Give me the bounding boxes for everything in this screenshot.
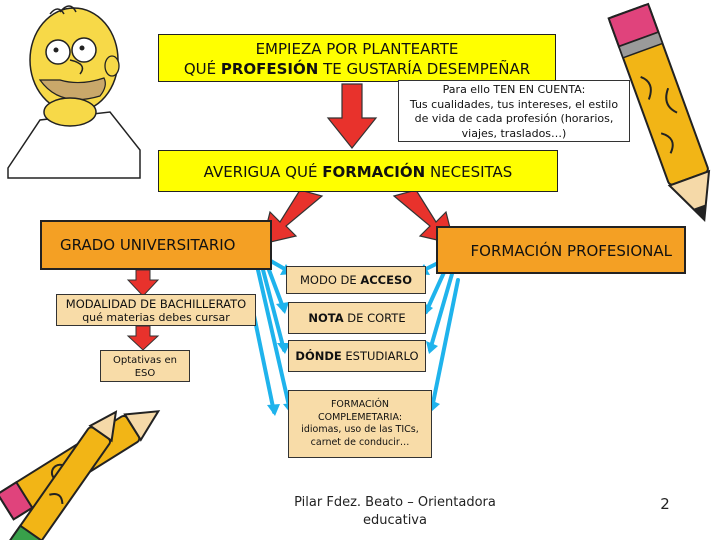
red-arrow-down-small-1 bbox=[126, 269, 160, 297]
footer-author: Pilar Fdez. Beato – Orientadora educativ… bbox=[270, 494, 520, 534]
compl-line-2: COMPLEMETARIA: bbox=[317, 411, 403, 423]
donde-emphasis: DÓNDE bbox=[295, 349, 342, 363]
page-number: 2 bbox=[660, 495, 670, 513]
title-emphasis: PROFESIÓN bbox=[220, 60, 319, 78]
note-line-2: Tus cualidades, tus intereses, el estilo bbox=[409, 97, 619, 111]
nota-corte-box: NOTA DE CORTE bbox=[288, 302, 426, 334]
red-arrow-down-small-2 bbox=[126, 325, 160, 351]
modo-acceso-box: MODO DE ACCESO bbox=[286, 266, 426, 294]
grado-label: GRADO UNIVERSITARIO bbox=[60, 236, 236, 254]
compl-line-3: idiomas, uso de las TICs, bbox=[301, 424, 419, 435]
formation-emphasis: FORMACIÓN bbox=[322, 163, 426, 181]
title-box: EMPIEZA POR PLANTEARTE QUÉ PROFESIÓN TE … bbox=[158, 34, 556, 82]
optativas-eso-box: Optativas en ESO bbox=[100, 350, 190, 382]
formacion-profesional-box: FORMACIÓN PROFESIONAL bbox=[436, 226, 686, 274]
compl-line-1: FORMACIÓN bbox=[330, 399, 390, 410]
red-arrow-down-1 bbox=[326, 83, 378, 149]
acceso-emphasis: ACCESO bbox=[360, 273, 413, 287]
grado-universitario-box: GRADO UNIVERSITARIO bbox=[40, 220, 272, 270]
bach-line-1: MODALIDAD DE BACHILLERATO bbox=[65, 297, 247, 311]
note-line-1: Para ello TEN EN CUENTA: bbox=[442, 83, 586, 96]
note-line-3: de vida de cada profesión (horarios, bbox=[414, 112, 614, 125]
title-line-2: QUÉ PROFESIÓN TE GUSTARÍA DESEMPEÑAR bbox=[183, 60, 531, 78]
donde-estudiarlo-box: DÓNDE ESTUDIARLO bbox=[288, 340, 426, 372]
bach-line-2: qué materias debes cursar bbox=[82, 311, 230, 324]
fp-label: FORMACIÓN PROFESIONAL bbox=[470, 242, 672, 260]
optativas-line-1: Optativas en bbox=[113, 355, 177, 366]
compl-line-4: carnet de conducir… bbox=[310, 436, 410, 448]
bachillerato-box: MODALIDAD DE BACHILLERATO qué materias d… bbox=[56, 294, 256, 326]
nota-emphasis: NOTA bbox=[308, 311, 344, 325]
title-line-1: EMPIEZA POR PLANTEARTE bbox=[255, 40, 459, 58]
note-box: Para ello TEN EN CUENTA: Tus cualidades,… bbox=[398, 80, 630, 142]
formacion-complementaria-box: FORMACIÓN COMPLEMETARIA: idiomas, uso de… bbox=[288, 390, 432, 458]
footer-line-2: educativa bbox=[363, 513, 427, 528]
footer-line-1: Pilar Fdez. Beato – Orientadora bbox=[294, 495, 496, 510]
optativas-line-2: ESO bbox=[134, 368, 156, 379]
formation-box: AVERIGUA QUÉ FORMACIÓN NECESITAS bbox=[158, 150, 558, 192]
note-line-4: viajes, traslados…) bbox=[461, 126, 567, 140]
